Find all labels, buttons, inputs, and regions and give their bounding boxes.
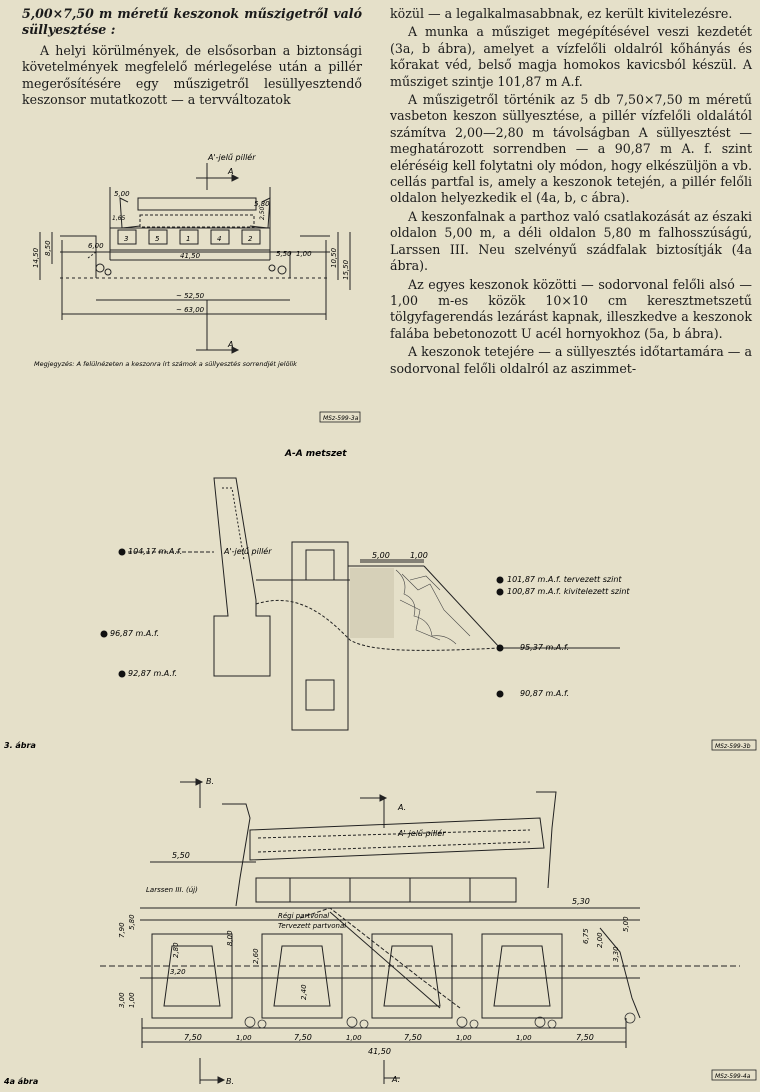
dimension-label: 1,00	[456, 1034, 472, 1042]
dimension-label: 7,50	[576, 1033, 594, 1042]
dimension-label: 1,00	[296, 250, 312, 258]
dimension-label: 5,80	[128, 914, 136, 930]
dimension-label: 7,50	[184, 1033, 202, 1042]
dimension-label: 6,75	[582, 928, 590, 944]
dimension-label: 2,00	[596, 932, 604, 948]
figure-number: 3. ábra	[4, 741, 36, 750]
dimension-label: 7,50	[404, 1033, 422, 1042]
dimension-label: 1,00	[236, 1034, 252, 1042]
caisson-number: 4	[217, 235, 221, 243]
paragraph: A helyi körülmények, de elsősorban a biz…	[22, 42, 362, 108]
dimension-label: 3,30	[612, 946, 620, 962]
level-label: 104,17 m.A.f.	[128, 547, 182, 556]
section-title: A-A metszet	[284, 449, 347, 459]
level-label: 90,87 m.A.f.	[520, 689, 569, 698]
level-label: 100,87 m.A.f. kivitelezett szint	[507, 587, 630, 596]
dimension-label: 41,50	[180, 252, 201, 260]
level-label: 92,87 m.A.f.	[128, 669, 177, 678]
paragraph: A keszonok tetejére — a süllyesztés időt…	[390, 344, 752, 376]
dimension-label: ~ 52,50	[176, 292, 205, 300]
figure-number: 4a ábra	[3, 1077, 38, 1086]
dimension-label: 2,80	[172, 942, 180, 958]
dimension-label: 1,00	[516, 1034, 532, 1042]
dimension-label: 15,50	[342, 259, 350, 280]
pillar-label: A'-jelű pillér	[397, 828, 446, 838]
paragraph: A keszonfalnak a parthoz való csatlakozá…	[390, 208, 752, 274]
section-mark: A.	[397, 803, 406, 812]
caisson-number: 1	[186, 235, 190, 243]
figure-code: MSz-599-3b	[715, 743, 751, 750]
dimension-label: 5,00	[114, 190, 130, 198]
section-mark: A	[227, 167, 233, 176]
dimension-label: 2,60	[252, 948, 260, 964]
pillar-label: A'-jelű pillér	[223, 546, 272, 556]
paragraph: A műszigetről történik az 5 db 7,50×7,50…	[390, 92, 752, 206]
paragraph: A munka a műsziget megépítésével veszi k…	[390, 24, 752, 89]
dimension-label: 2,50	[259, 206, 266, 220]
paragraph: közül — a legalkalmasabbnak, ez került k…	[390, 6, 733, 21]
section-mark: B.	[226, 1077, 234, 1086]
figure-3b-section: A-A metszet A'-jelű pillér	[4, 449, 757, 751]
figure-code: MSz-599-3a	[323, 415, 359, 422]
figure-3a-plan-view: A'-jelű pillér A A 3 5 1 4 2 5,00 5,80 1…	[32, 152, 361, 423]
dimension-label: 1,00	[410, 551, 428, 560]
paragraph: Az egyes keszonok közötti — sodorvonal f…	[390, 276, 752, 341]
level-label: 96,87 m.A.f.	[110, 629, 159, 638]
section-mark: B.	[206, 777, 214, 786]
dimension-label: 8,50	[44, 240, 52, 256]
bank-label: Régi partvonal	[278, 912, 329, 920]
right-text-column: közül — a legalkalmasabbnak, ez került k…	[390, 6, 752, 379]
pillar-label: A'-jelű pillér	[207, 152, 256, 162]
dimension-label: 5,50	[172, 851, 190, 860]
dimension-label: 5,80	[254, 200, 270, 208]
level-label: 95,37 m.A.f.	[520, 643, 569, 652]
section-heading: 5,00×7,50 m méretű keszonok műszigetről …	[22, 6, 362, 38]
figure-note: Megjegyzés: A felülnézeten a keszonra ír…	[34, 360, 297, 368]
dimension-label: 5,50	[276, 250, 292, 258]
figure-code: MSz-599-4a	[715, 1073, 751, 1080]
dimension-label: 14,50	[32, 247, 40, 268]
section-mark: A.	[391, 1075, 400, 1084]
dimension-label: 41,50	[368, 1047, 391, 1056]
caisson-number: 2	[248, 235, 253, 243]
dimension-label: 5,00	[372, 551, 390, 560]
dimension-label: 7,50	[294, 1033, 312, 1042]
bank-label: Tervezett partvonal	[278, 922, 346, 930]
figure-4a-elevation: B. B. A. A. A'-jelű pillér Larssen III. …	[3, 777, 757, 1086]
dimension-label: 1,00	[346, 1034, 362, 1042]
dimension-label: 10,50	[330, 247, 338, 268]
level-label: 101,87 m.A.f. tervezett szint	[507, 575, 622, 584]
dimension-label: 3,00	[118, 992, 126, 1008]
dimension-label: 1,00	[128, 992, 136, 1008]
dimension-label: 5,00	[622, 916, 630, 932]
dimension-label: 7,90	[118, 922, 126, 938]
sheet-pile-label: Larssen III. (új)	[146, 886, 198, 894]
left-text-column: 5,00×7,50 m méretű keszonok műszigetről …	[22, 6, 362, 110]
dimension-label: 6,00	[88, 242, 104, 250]
dimension-label: ~ 63,00	[176, 306, 205, 314]
dimension-label: 5,30	[572, 897, 590, 906]
dimension-label: 3,20	[170, 968, 186, 976]
dimension-label: 2,40	[300, 984, 308, 1000]
section-mark: A	[227, 340, 233, 349]
dimension-label: 1,65	[112, 215, 126, 222]
caisson-number: 5	[155, 235, 160, 243]
caisson-number: 3	[124, 235, 128, 243]
dimension-label: 8,00	[226, 930, 234, 946]
